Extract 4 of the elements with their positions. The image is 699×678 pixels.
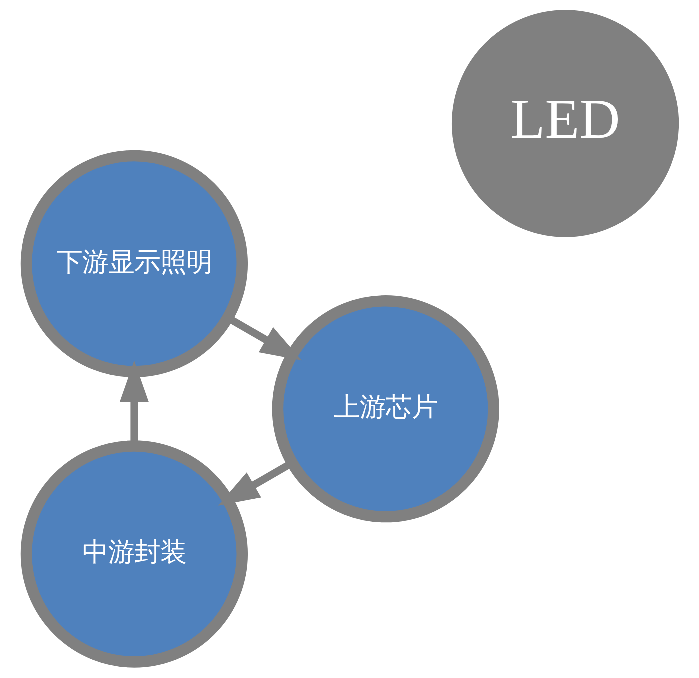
node-circle: LED xyxy=(451,10,679,238)
node-circle: 上游芯片 xyxy=(272,296,499,523)
node-circle: 下游显示照明 xyxy=(20,150,248,378)
node-circle: 中游封装 xyxy=(20,440,248,668)
